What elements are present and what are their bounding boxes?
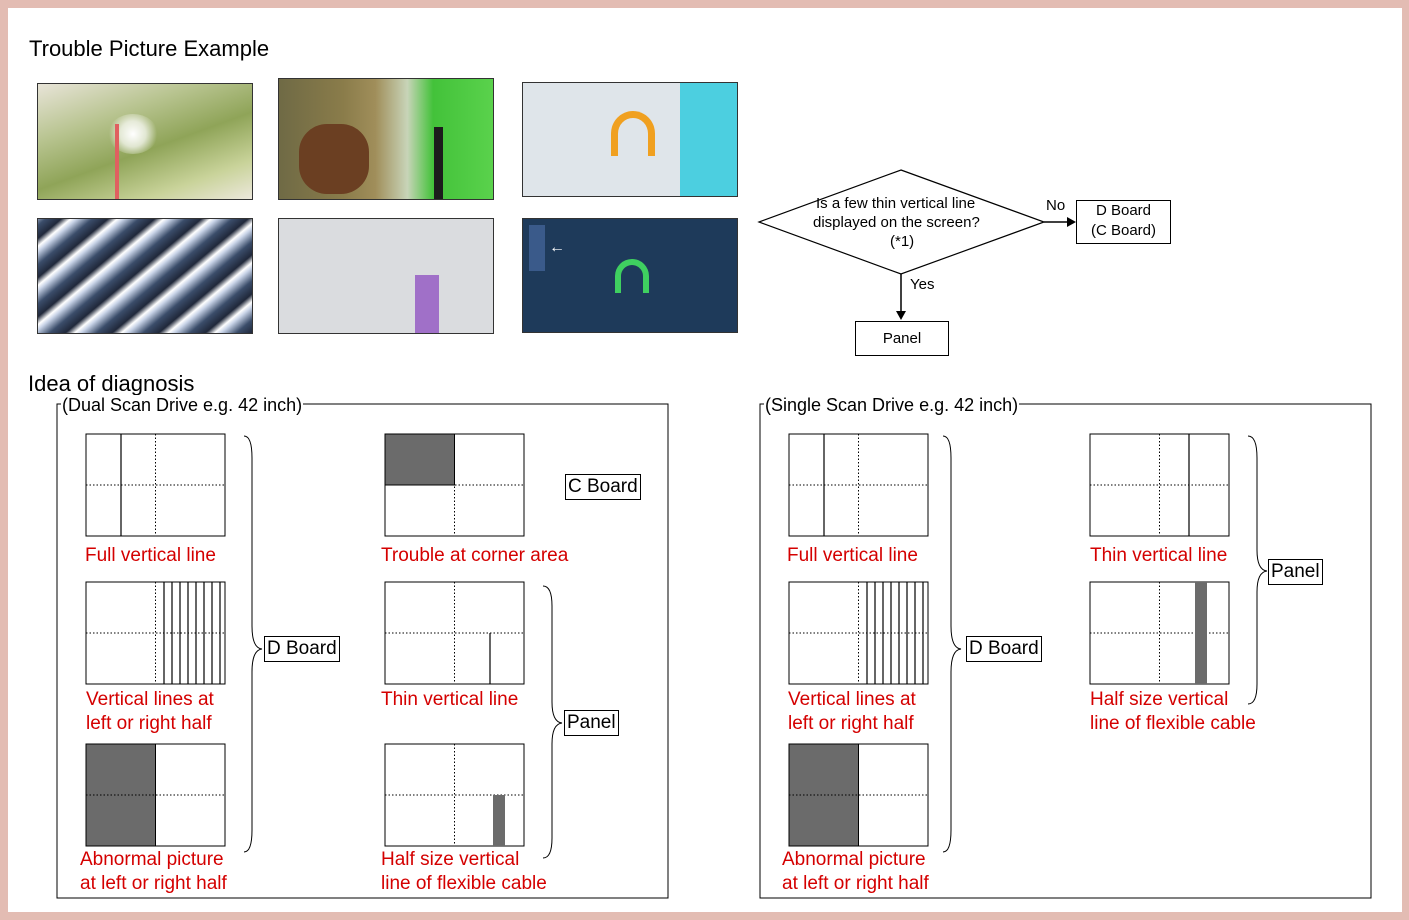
no-result-box: D Board (C Board) xyxy=(1076,200,1171,244)
dual-screen-vertical-lines-half xyxy=(85,581,226,685)
diagram-lines xyxy=(56,169,1372,899)
dual-d-board-box: D Board xyxy=(264,636,340,662)
single-screen-full-vertical xyxy=(788,433,929,537)
single-screen-thin-vertical xyxy=(1089,433,1230,537)
purple-bar xyxy=(415,275,439,333)
yes-label: Yes xyxy=(910,276,935,293)
question-line-2: displayed on the screen? xyxy=(813,214,980,231)
single-panel-box: Panel xyxy=(1268,559,1323,585)
left-arrow-icon: ← xyxy=(549,239,565,256)
dual-label-vlines-2: left or right half xyxy=(86,713,212,734)
photo-cyan-right-band xyxy=(522,82,738,197)
photo-gray-with-purple-bar xyxy=(278,218,494,334)
single-d-board-brace xyxy=(942,435,962,853)
cyan-band xyxy=(680,83,737,196)
single-label-abnormal-1: Abnormal picture xyxy=(782,849,926,870)
trouble-picture-title: Trouble Picture Example xyxy=(29,36,270,61)
single-d-board-box: D Board xyxy=(966,636,1042,662)
dual-label-corner: Trouble at corner area xyxy=(381,545,569,566)
single-label-abnormal-2: at left or right half xyxy=(782,873,929,894)
single-label-vlines-1: Vertical lines at xyxy=(788,689,916,710)
single-panel-brace xyxy=(1247,435,1268,705)
bs-asahi-logo-icon xyxy=(615,259,649,293)
left-block xyxy=(529,225,545,271)
dual-screen-half-size-vertical xyxy=(384,743,525,847)
food-package xyxy=(299,124,369,194)
dual-label-thin: Thin vertical line xyxy=(381,689,519,710)
photo-bs-asahi-logo: ← xyxy=(522,218,738,333)
dual-label-half-1: Half size vertical xyxy=(381,849,520,870)
no-result-line-1: D Board xyxy=(1095,202,1152,219)
question-line-1: Is a few thin vertical line xyxy=(816,195,976,212)
dual-label-vlines-1: Vertical lines at xyxy=(86,689,214,710)
single-screen-abnormal-half xyxy=(788,743,929,847)
no-arrowhead xyxy=(1067,217,1076,227)
dual-screen-abnormal-half xyxy=(85,743,226,847)
dual-frame xyxy=(56,403,669,899)
dual-label-abnormal-1: Abnormal picture xyxy=(80,849,224,870)
idea-of-diagnosis-title: Idea of diagnosis xyxy=(28,371,195,396)
dual-screen-thin-vertical xyxy=(384,581,525,685)
no-label: No xyxy=(1046,197,1066,214)
logo-arch-icon xyxy=(611,111,655,156)
single-label-thin: Thin vertical line xyxy=(1090,545,1228,566)
single-label-half-2: line of flexible cable xyxy=(1090,713,1256,734)
no-result-line-2: (C Board) xyxy=(1090,222,1157,239)
photo-plants-bright-spot xyxy=(37,83,253,200)
dual-label-half-2: line of flexible cable xyxy=(381,873,547,894)
single-label-vlines-2: left or right half xyxy=(788,713,914,734)
dual-label-full-vertical: Full vertical line xyxy=(85,545,216,566)
dual-panel-brace xyxy=(542,585,563,859)
single-frame-title: (Single Scan Drive e.g. 42 inch) xyxy=(764,395,1020,416)
photo-diagonal-stripes xyxy=(37,218,253,334)
dual-screen-full-vertical xyxy=(85,433,226,537)
red-vertical-streak xyxy=(115,124,119,199)
dual-screen-corner xyxy=(384,433,525,537)
single-screen-vertical-lines-half xyxy=(788,581,929,685)
single-label-full-vertical: Full vertical line xyxy=(787,545,918,566)
yes-result-box: Panel xyxy=(855,321,949,356)
dual-panel-box: Panel xyxy=(564,710,619,736)
single-frame xyxy=(759,403,1372,899)
dual-label-abnormal-2: at left or right half xyxy=(80,873,227,894)
single-label-half-1: Half size vertical xyxy=(1090,689,1229,710)
dual-frame-title: (Dual Scan Drive e.g. 42 inch) xyxy=(61,395,304,416)
page: Trouble Picture Example Idea of diagnosi… xyxy=(8,8,1402,912)
photo-food-package-vertical-bar xyxy=(278,78,494,200)
black-vertical-bar xyxy=(434,127,443,199)
yes-arrowhead xyxy=(896,311,906,320)
dual-c-board-box: C Board xyxy=(565,474,641,500)
question-line-3: (*1) xyxy=(890,233,915,250)
dual-d-board-brace xyxy=(243,435,263,853)
single-screen-half-size-vertical xyxy=(1089,581,1230,685)
